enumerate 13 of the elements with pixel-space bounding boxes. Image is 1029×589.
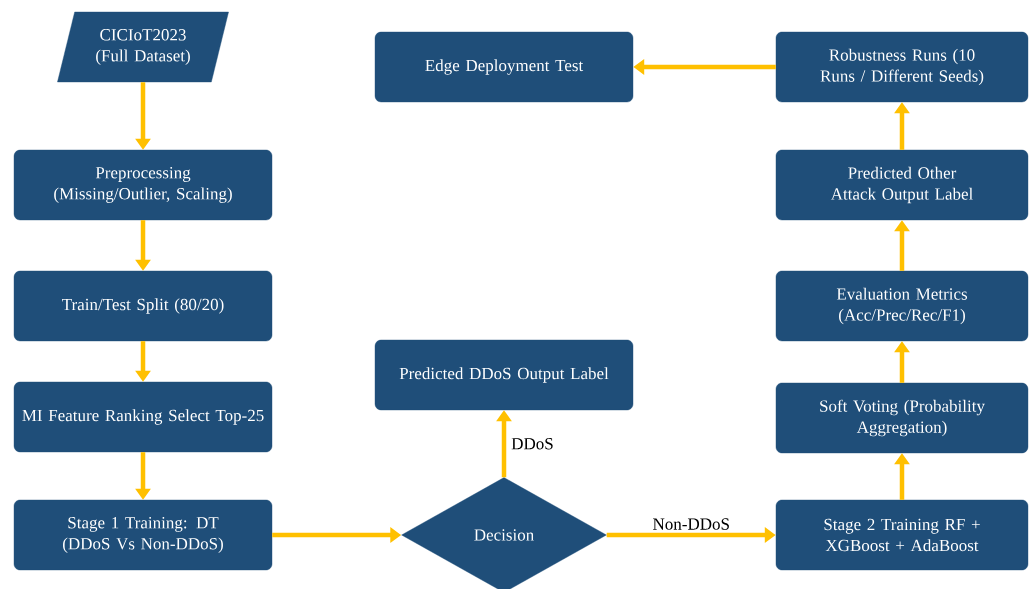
process-box: Soft Voting (Probability Aggregation) (775, 382, 1029, 454)
edge-label: DDoS (510, 437, 555, 451)
process-box: Preprocessing (Missing/Outlier, Scaling) (13, 149, 273, 221)
process-box: Stage 1 Training: DT (DDoS Vs Non-DDoS) (13, 499, 273, 571)
process-box: MI Feature Ranking Select Top-25 (13, 381, 273, 453)
process-box: Stage 2 Training RF + XGBoost + AdaBoost (775, 499, 1029, 571)
edge-label: Non-DDoS (651, 517, 731, 531)
process-box: Evaluation Metrics (Acc/Prec/Rec/F1) (775, 270, 1029, 342)
process-box: Predicted Other Attack Output Label (775, 149, 1029, 221)
process-box: Edge Deployment Test (374, 31, 634, 103)
process-box: Predicted DDoS Output Label (374, 339, 634, 411)
process-box: Robustness Runs (10 Runs / Different Seeds) (775, 31, 1029, 103)
process-box: Train/Test Split (80/20) (13, 270, 273, 342)
